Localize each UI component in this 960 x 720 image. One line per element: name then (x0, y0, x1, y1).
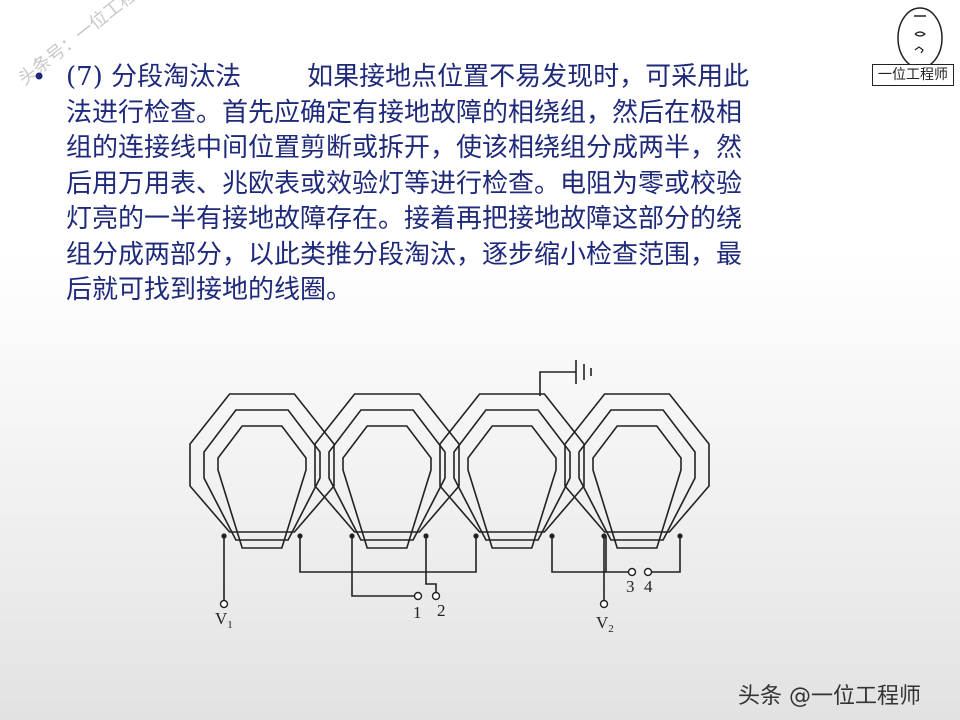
terminal-v2 (599, 599, 609, 609)
terminal-4-wire (650, 536, 681, 573)
coil-winding (314, 393, 460, 533)
footer-watermark: 头条 @一位工程师 (738, 684, 921, 709)
terminal-1 (413, 591, 423, 601)
ground-symbol-icon (575, 360, 592, 384)
terminal-4-label: 4 (644, 577, 653, 596)
junction-dot (297, 533, 303, 539)
paragraph-line: 灯亮的一半有接地故障存在。接着再把接地故障这部分的绕 (66, 204, 743, 234)
terminal-2 (431, 591, 441, 601)
paragraph-line: 法进行检查。首先应确定有接地故障的相绕组，然后在极相 (66, 97, 743, 128)
paragraph-line: 组分成两部分，以此类推分段淘汰，逐步缩小检查范围，最 (66, 239, 743, 270)
coil-winding (578, 409, 696, 541)
coil-winding (342, 425, 432, 549)
junction-dot (221, 533, 227, 539)
terminal-1-label: 1 (413, 603, 422, 622)
paragraph-line: 后用万用表、兆欧表或效验灯等进行检查。电阻为零或校验 (66, 168, 743, 199)
junction-dot (601, 533, 607, 539)
paragraph-line: 组的连接线中间位置剪断或拆开，使该相绕组分成两半，然 (66, 133, 743, 163)
paragraph-line: (7) 分段淘汰法 如果接地点位置不易发现时，可采用此 (66, 60, 906, 96)
coil-winding (467, 425, 557, 549)
terminal-v1-label: V1 (215, 609, 233, 631)
junction-dot (473, 533, 479, 539)
bullet-icon: • (32, 63, 47, 91)
junction-dots (221, 533, 683, 539)
junction-dot (677, 533, 683, 539)
junction-dot (423, 533, 429, 539)
section-heading: (7) 分段淘汰法 (66, 62, 242, 92)
coil-winding (453, 409, 571, 541)
coil-winding (439, 393, 585, 533)
terminal-4 (643, 567, 653, 577)
paragraph-line: 后就可找到接地的线圈。 (66, 275, 353, 305)
coil-group (189, 393, 710, 549)
connection-wires (223, 371, 681, 600)
jumper-wire (299, 536, 477, 573)
coil-winding (328, 409, 446, 541)
jumper-wire (551, 536, 606, 573)
terminal-v1 (219, 599, 229, 609)
paragraph-text: (7) 分段淘汰法 如果接地点位置不易发现时，可采用此 法进行检查。首先应确定有接… (66, 60, 906, 309)
coil-winding (592, 425, 682, 549)
terminal-3-label: 3 (626, 577, 635, 596)
coil-winding (564, 393, 710, 533)
coil-winding (217, 425, 307, 549)
coil-winding (189, 393, 335, 533)
terminal-v2-label: V2 (596, 613, 614, 635)
terminal-3 (627, 567, 637, 577)
seal-label: 一位工程师 (872, 64, 954, 86)
terminal-2-wire (425, 536, 437, 596)
terminal-1-wire (351, 536, 414, 597)
ground-lead-wire (539, 371, 576, 396)
terminal-3-wire (605, 536, 628, 573)
paragraph-line-text: 如果接地点位置不易发现时，可采用此 (307, 62, 750, 92)
junction-dot (349, 533, 355, 539)
coil-winding (203, 409, 321, 541)
terminal-2-label: 2 (437, 601, 446, 620)
junction-dot (549, 533, 555, 539)
terminal-circles (219, 567, 653, 609)
